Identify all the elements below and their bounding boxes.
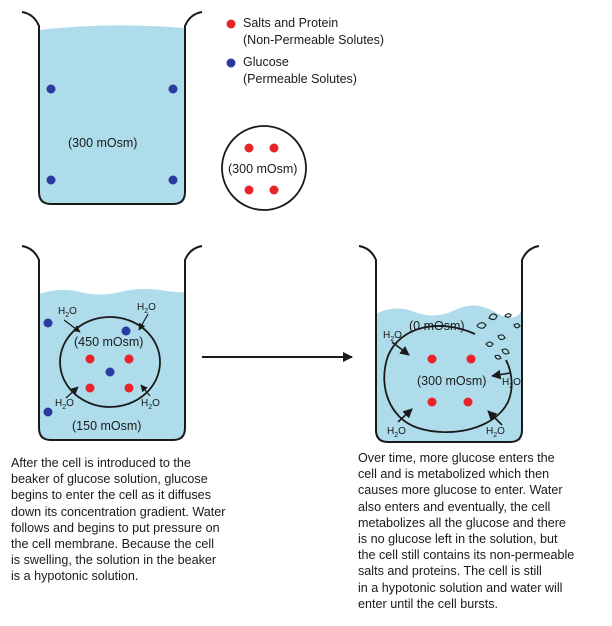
beaker-2-cell-concentration: (450 mOsm) [74,335,143,349]
salts-protein-dot [427,354,437,364]
water-arrow [487,410,503,426]
caption-line: enter until the cell bursts. [358,596,499,611]
caption-line: also enters and eventually, the cell [358,499,551,514]
caption-line: is swelling, the solution in the beaker [11,553,217,568]
salts-protein-dot [244,143,254,153]
beaker-2-wall [21,245,203,441]
caption-line: in a hypotonic solution and water will [358,580,563,595]
water-label: H2O [383,330,402,343]
water-arrow [140,384,151,397]
beaker-1: (300 mOsm) [21,11,203,205]
beaker-3: (0 mOsm) (300 mOsm) H2O H2O H2O H2O [358,245,540,443]
cell-initial-concentration: (300 mOsm) [228,162,297,176]
cell-membrane-bursting [383,325,513,434]
caption-line: beaker of glucose solution, glucose [11,472,208,487]
legend-salts-sublabel: (Non-Permeable Solutes) [243,33,384,47]
glucose-dot [46,84,56,94]
water-label: H2O [387,426,406,439]
glucose-dot [168,84,178,94]
membrane-fragment [485,341,494,348]
water-arrow [491,369,511,380]
membrane-fragment [476,322,487,329]
glucose-legend-dot [226,58,236,68]
water-arrow [65,386,79,399]
glucose-dot [46,175,56,185]
salts-protein-dot [244,185,254,195]
cell-membrane [59,316,161,408]
beaker-1-solution [39,25,185,204]
salts-protein-dot [463,397,473,407]
glucose-dot [121,326,131,336]
water-label: H2O [502,377,521,390]
beaker-3-cell-concentration: (300 mOsm) [417,374,486,388]
membrane-fragment [513,323,521,329]
beaker-3-wall [358,245,540,443]
cell-initial: (300 mOsm) [221,125,307,211]
water-label: H2O [137,302,156,315]
beaker-2: (450 mOsm) (150 mOsm) H2O H2O H2O H2O [21,245,203,441]
legend-glucose-sublabel: (Permeable Solutes) [243,72,357,86]
beaker-3-solution-concentration: (0 mOsm) [409,319,465,333]
water-label: H2O [58,306,77,319]
salts-protein-dot [85,354,95,364]
beaker-1-concentration: (300 mOsm) [68,136,137,150]
membrane-fragment [488,313,498,321]
glucose-dot [168,175,178,185]
salts-protein-dot [85,383,95,393]
caption-line: is no glucose left in the solution, but [358,532,558,547]
membrane-fragment [504,313,512,318]
salts-protein-legend-dot [226,19,236,29]
caption-line: cell and is metabolized which then [358,467,550,482]
legend-glucose-label: Glucose [243,55,289,69]
glucose-dot [105,367,115,377]
water-arrow [138,313,149,331]
glucose-dot [43,407,53,417]
water-label: H2O [141,398,160,411]
caption-line: begins to enter the cell as it diffuses [11,488,211,503]
caption-left: After the cell is introduced to the beak… [11,455,311,585]
salts-protein-dot [124,383,134,393]
water-label: H2O [486,426,505,439]
caption-line: follows and begins to put pressure on [11,520,220,535]
caption-line: the cell still contains its non-permeabl… [358,548,575,563]
membrane-fragment [501,348,510,355]
legend: Salts and Protein (Non-Permeable Solutes… [226,16,384,86]
legend-salts-label: Salts and Protein [243,16,338,30]
caption-line: After the cell is introduced to the [11,456,191,470]
caption-line: is a hypotonic solution. [11,569,139,584]
water-arrow [397,408,413,423]
salts-protein-dot [269,185,279,195]
caption-line: metabolizes all the glucose and there [358,515,566,530]
glucose-dot [43,318,53,328]
membrane-fragment [497,334,506,341]
salts-protein-dot [269,143,279,153]
salts-protein-dot [124,354,134,364]
beaker-2-solution-concentration: (150 mOsm) [72,419,141,433]
salts-protein-dot [427,397,437,407]
water-label: H2O [55,398,74,411]
caption-line: Over time, more glucose enters the [358,451,555,465]
salts-protein-dot [466,354,476,364]
water-arrow [63,319,81,333]
membrane-fragment [494,354,502,360]
cell-membrane [221,125,307,211]
caption-line: causes more glucose to enter. Water [358,483,563,498]
caption-right: Over time, more glucose enters the cell … [358,450,608,612]
water-arrow [391,341,410,356]
caption-line: salts and proteins. The cell is still [358,564,542,579]
caption-line: the cell membrane. Because the cell [11,537,215,552]
caption-line: down its concentration gradient. Water [11,504,226,519]
beaker-1-wall [21,11,203,205]
